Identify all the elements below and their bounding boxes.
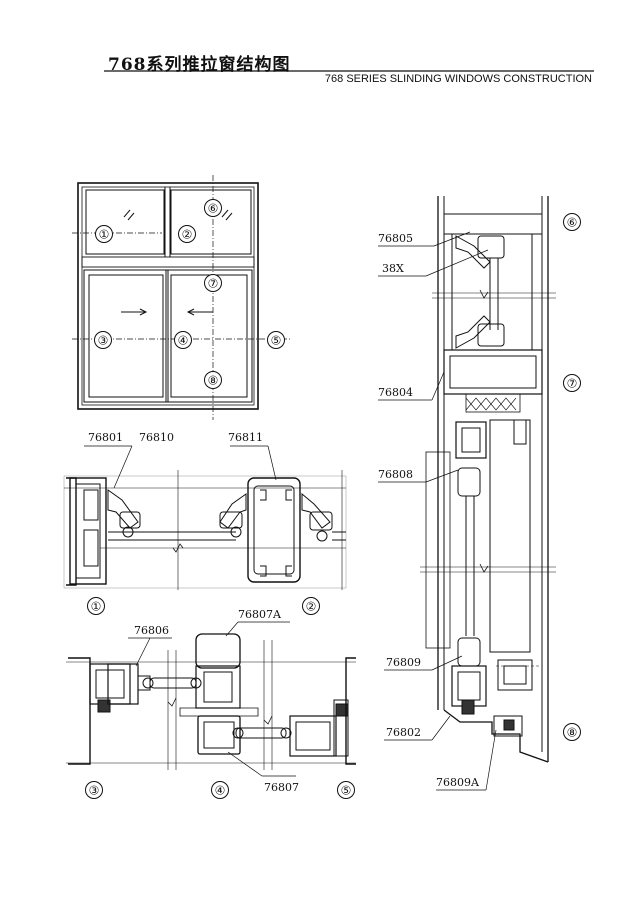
svg-text:⑦: ⑦ xyxy=(208,277,219,291)
label-76805: 76805 xyxy=(378,232,413,245)
label-38x: 38X xyxy=(382,262,404,275)
marker-6: ⑥ xyxy=(204,199,222,217)
label-76809: 76809 xyxy=(386,656,421,669)
drawing-title-en: 768 SERIES SLINDING WINDOWS CONSTRUCTION xyxy=(324,73,592,85)
marker-3: ③ xyxy=(94,331,112,349)
marker-5: ⑤ xyxy=(267,331,285,349)
svg-text:①: ① xyxy=(99,228,110,242)
label-76809a: 76809A xyxy=(436,776,480,789)
marker-4: ④ xyxy=(174,331,192,349)
label-76807: 76807 xyxy=(264,781,299,794)
section-marker-1: ① xyxy=(87,597,105,615)
svg-text:⑥: ⑥ xyxy=(567,216,578,230)
label-76810: 76810 xyxy=(139,431,174,444)
label-76806: 76806 xyxy=(134,624,169,637)
svg-text:⑦: ⑦ xyxy=(567,377,578,391)
svg-text:②: ② xyxy=(306,600,317,614)
label-76801: 76801 xyxy=(88,431,123,444)
marker-8: ⑧ xyxy=(204,371,222,389)
vertical-marker-7: ⑦ xyxy=(563,374,581,392)
elevation-markers: ① ② ⑥ ⑦ ③ ④ ⑤ ⑧ xyxy=(94,199,285,389)
svg-text:⑧: ⑧ xyxy=(567,726,578,740)
svg-text:⑧: ⑧ xyxy=(208,374,219,388)
window-elevation xyxy=(72,175,290,420)
vertical-marker-8: ⑧ xyxy=(563,723,581,741)
label-76807a: 76807A xyxy=(238,608,282,621)
label-76804: 76804 xyxy=(378,386,413,399)
svg-text:④: ④ xyxy=(215,784,226,798)
marker-1: ① xyxy=(95,225,113,243)
vertical-section xyxy=(378,196,556,791)
svg-text:⑤: ⑤ xyxy=(271,334,282,348)
label-76811: 76811 xyxy=(228,431,263,444)
svg-text:⑥: ⑥ xyxy=(208,202,219,216)
svg-text:④: ④ xyxy=(178,334,189,348)
vertical-marker-6: ⑥ xyxy=(563,213,581,231)
svg-text:③: ③ xyxy=(98,334,109,348)
svg-text:②: ② xyxy=(182,228,193,242)
svg-text:⑤: ⑤ xyxy=(341,784,352,798)
section-marker-5: ⑤ xyxy=(337,781,355,799)
svg-text:③: ③ xyxy=(89,784,100,798)
drawing-title-cn: 768系列推拉窗结构图 xyxy=(108,55,291,75)
section-marker-3: ③ xyxy=(85,781,103,799)
marker-2: ② xyxy=(178,225,196,243)
svg-text:①: ① xyxy=(91,600,102,614)
marker-7: ⑦ xyxy=(204,274,222,292)
section-1-2 xyxy=(63,445,347,590)
label-76802: 76802 xyxy=(386,726,421,739)
section-marker-4: ④ xyxy=(211,781,229,799)
section-3-4-5 xyxy=(66,621,356,777)
label-76808: 76808 xyxy=(378,468,413,481)
section-marker-2: ② xyxy=(302,597,320,615)
